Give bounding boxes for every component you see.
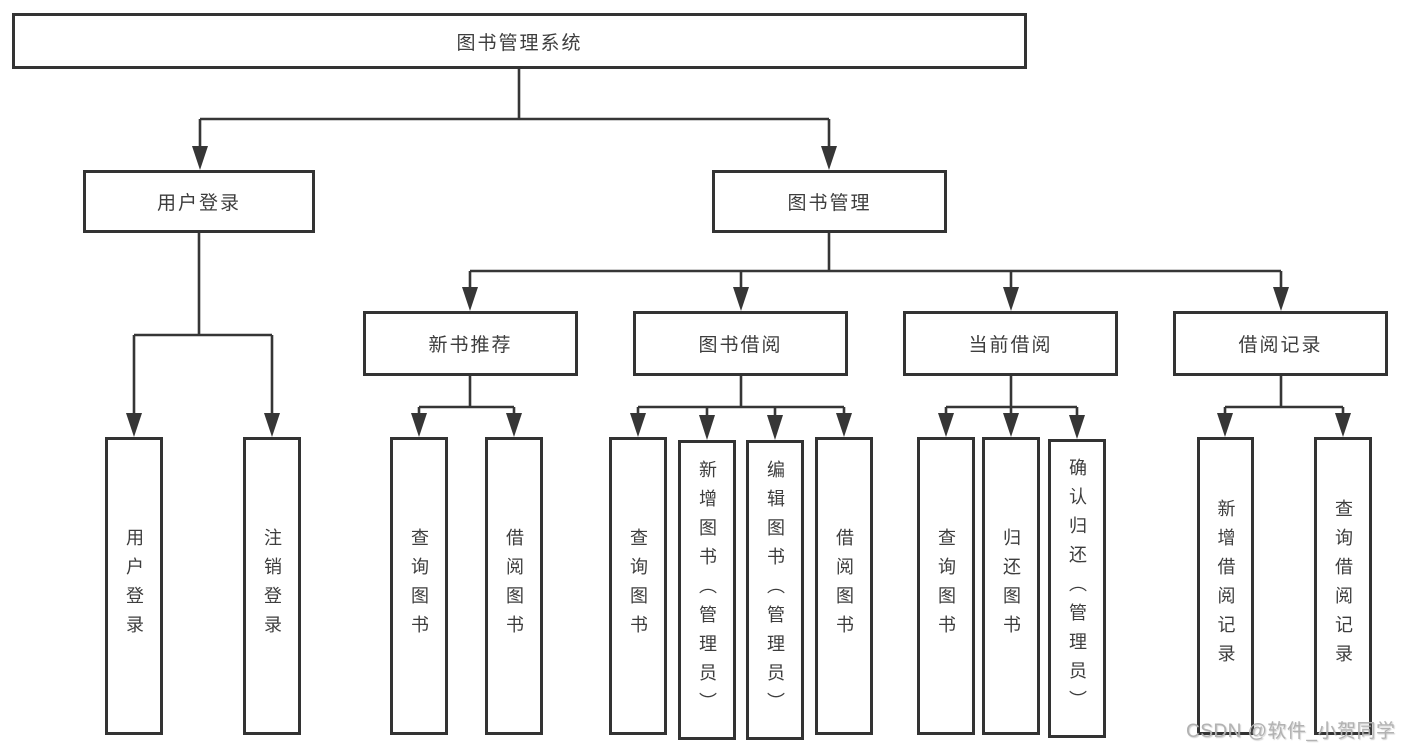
leaf-label: 归还图书	[1001, 528, 1021, 644]
leaf-label: 查询图书	[628, 528, 648, 644]
leaf-label: 编辑图书（管理员）	[765, 459, 785, 721]
node-library-management-system: 图书管理系统	[12, 13, 1027, 69]
node-label: 图书借阅	[698, 335, 783, 356]
leaf-query-books-2: 查询图书	[609, 437, 667, 735]
node-label: 图书管理	[787, 193, 872, 214]
node-label: 图书管理系统	[456, 32, 583, 54]
leaf-label: 借阅图书	[834, 528, 854, 644]
node-new-book-recommendation: 新书推荐	[363, 311, 578, 376]
watermark-text: CSDN @软件_小贺同学	[1186, 721, 1396, 742]
node-current-borrowing: 当前借阅	[903, 311, 1118, 376]
leaf-label: 查询图书	[409, 528, 429, 644]
leaf-label: 新增借阅记录	[1215, 499, 1236, 673]
leaf-label: 注销登录	[262, 528, 282, 644]
leaf-logout: 注销登录	[243, 437, 301, 735]
leaf-label: 查询图书	[936, 528, 956, 644]
node-user-login: 用户登录	[83, 170, 315, 233]
node-book-borrowing: 图书借阅	[633, 311, 848, 376]
node-borrowing-records: 借阅记录	[1173, 311, 1388, 376]
leaf-query-borrow-record: 查询借阅记录	[1314, 437, 1372, 735]
leaf-label: 新增图书（管理员）	[697, 459, 717, 721]
leaf-label: 确认归还（管理员）	[1067, 458, 1087, 719]
node-label: 当前借阅	[968, 335, 1053, 356]
leaf-query-books-3: 查询图书	[917, 437, 975, 735]
leaf-label: 用户登录	[124, 528, 144, 644]
leaf-return-books: 归还图书	[982, 437, 1040, 735]
leaf-confirm-return-admin: 确认归还（管理员）	[1048, 439, 1106, 738]
leaf-label: 查询借阅记录	[1333, 499, 1353, 673]
leaf-add-borrow-record: 新增借阅记录	[1197, 437, 1254, 735]
leaf-borrow-books-1: 借阅图书	[485, 437, 543, 735]
node-label: 用户登录	[156, 193, 241, 214]
leaf-edit-book-admin: 编辑图书（管理员）	[746, 440, 804, 740]
node-label: 借阅记录	[1238, 335, 1323, 356]
leaf-label: 借阅图书	[504, 528, 524, 644]
leaf-borrow-books-2: 借阅图书	[815, 437, 873, 735]
leaf-query-books-1: 查询图书	[390, 437, 448, 735]
node-label: 新书推荐	[428, 335, 513, 356]
node-book-management: 图书管理	[712, 170, 947, 233]
leaf-add-book-admin: 新增图书（管理员）	[678, 440, 736, 740]
leaf-user-login: 用户登录	[105, 437, 163, 735]
